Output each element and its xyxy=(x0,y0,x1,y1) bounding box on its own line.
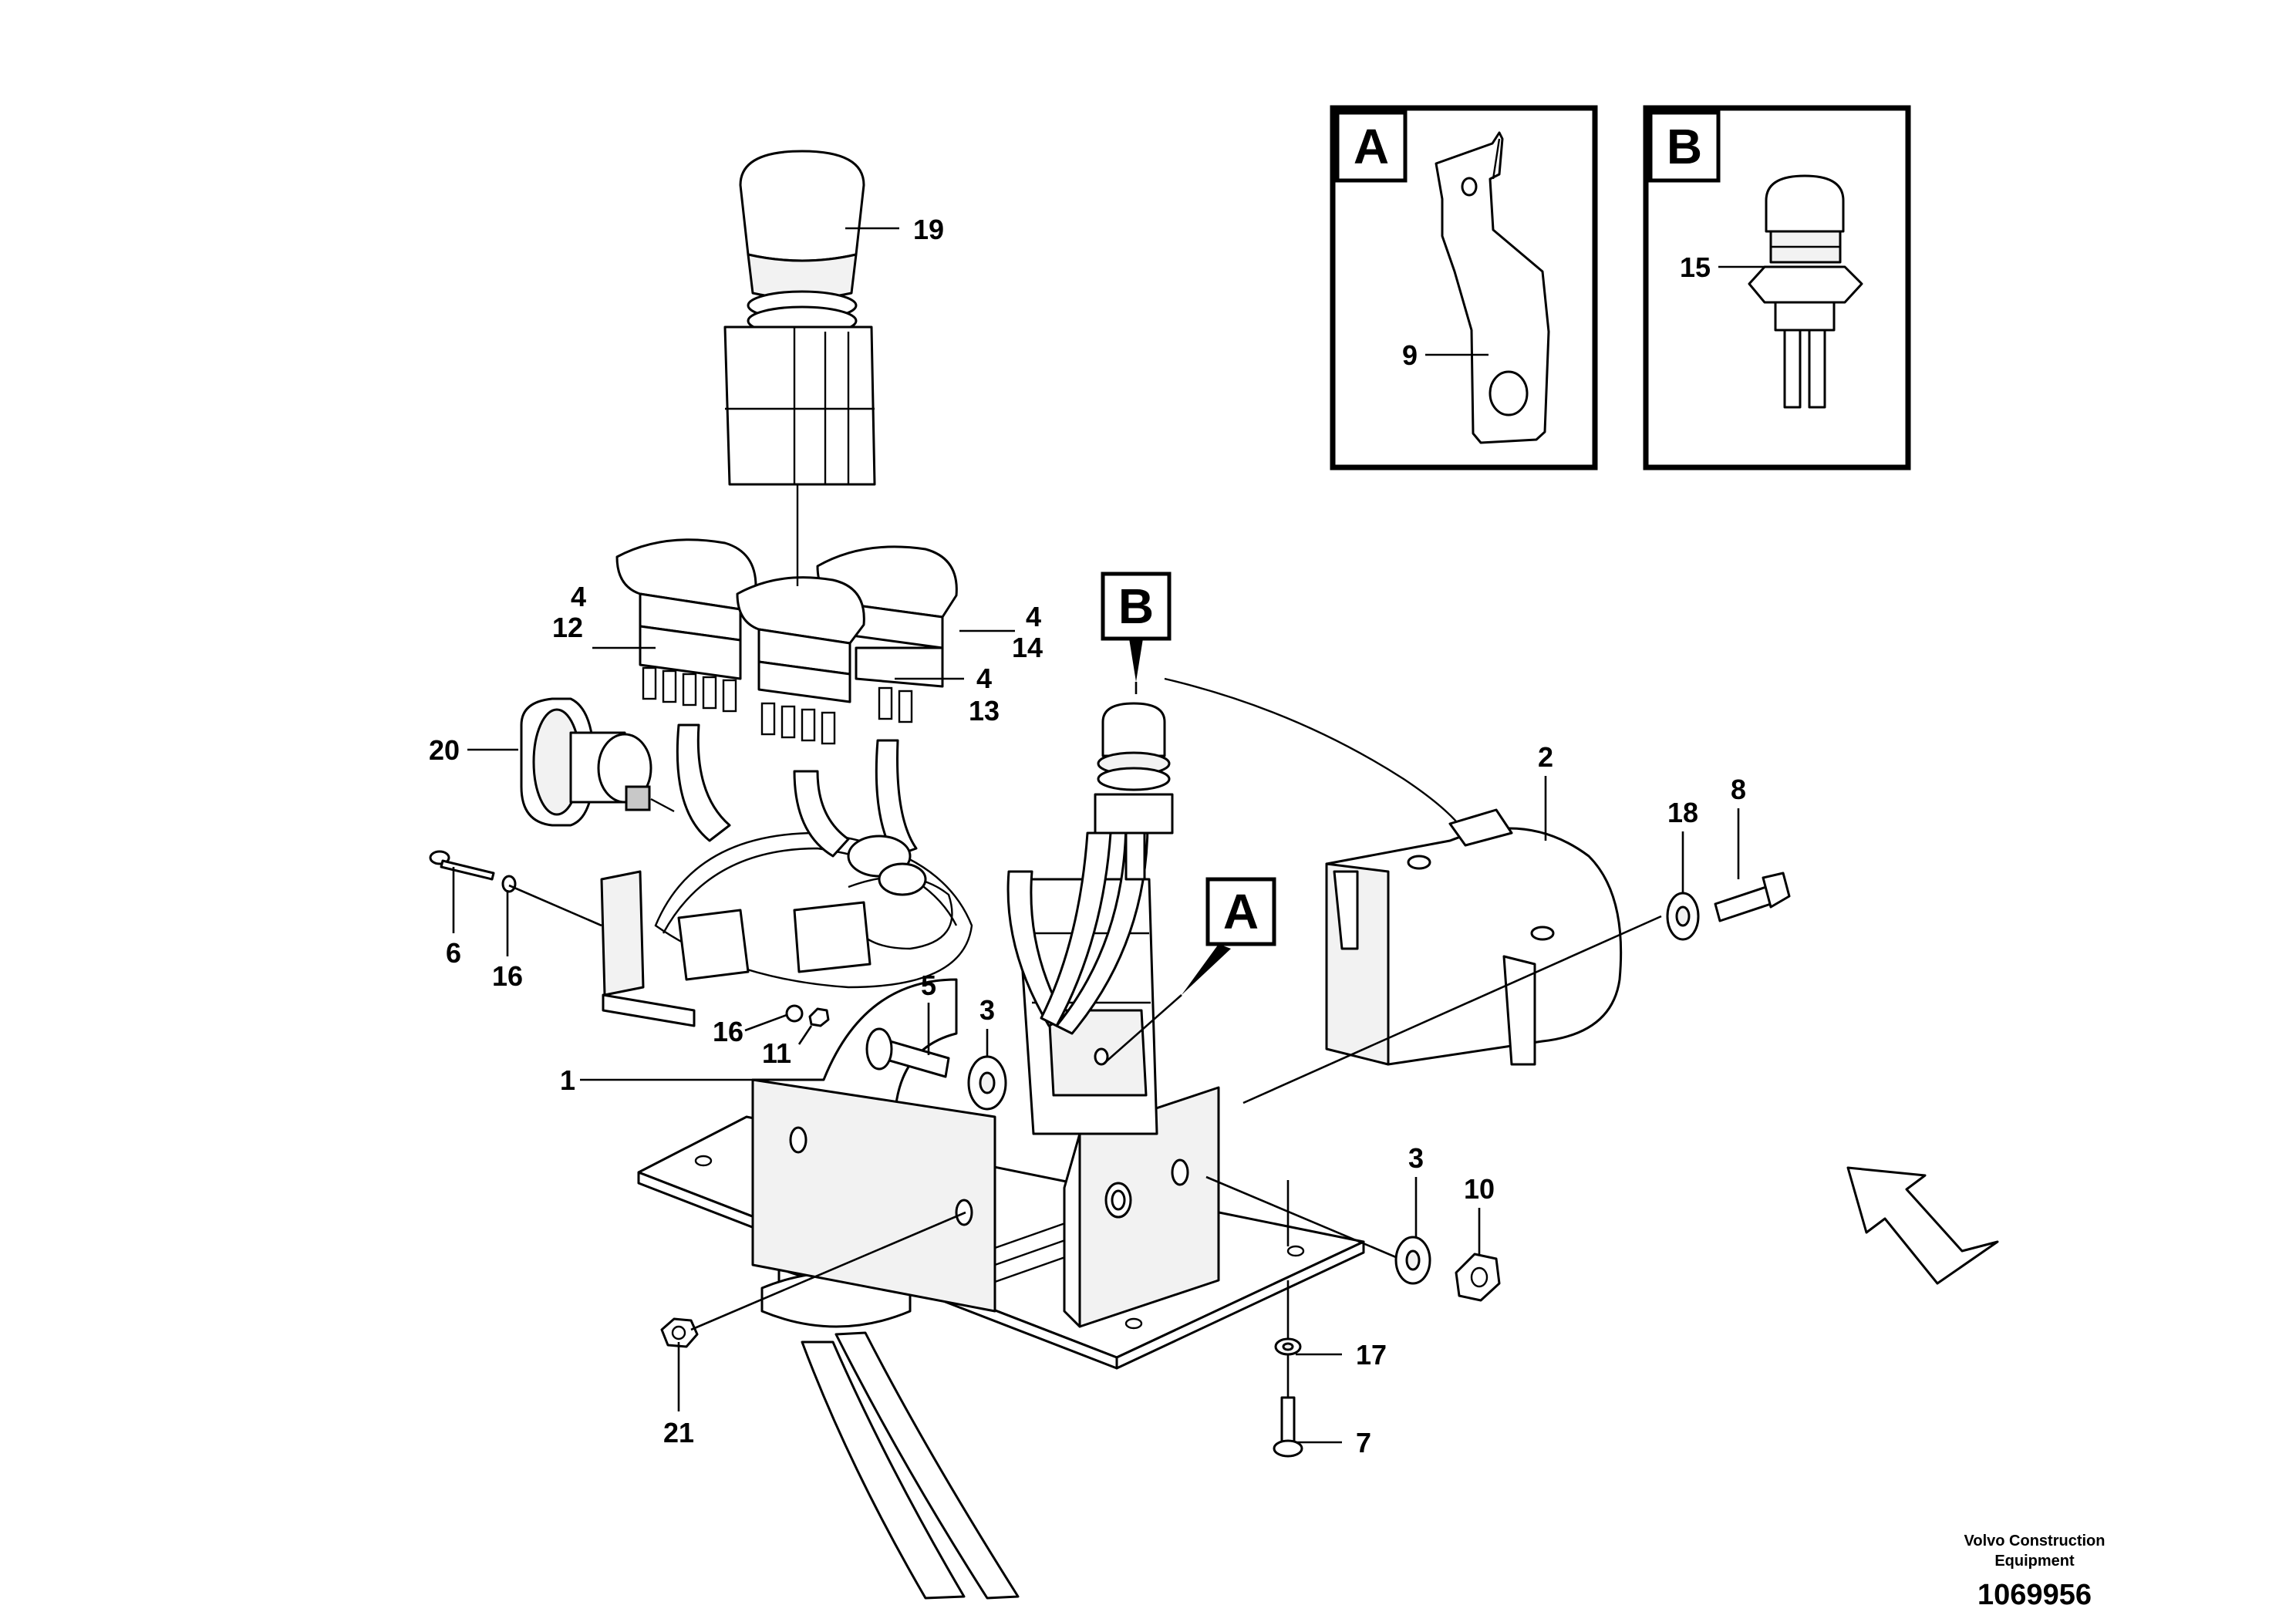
callout-7: 7 xyxy=(1356,1427,1371,1458)
detail-box-a: A 9 xyxy=(1330,105,1598,470)
callout-3-a: 3 xyxy=(979,994,995,1026)
nut-part-11 xyxy=(808,1007,830,1027)
bolt-part-8 xyxy=(1714,872,1791,922)
callout-19: 19 xyxy=(913,214,944,245)
washer-part-3-lower xyxy=(1394,1236,1431,1285)
callout-9: 9 xyxy=(1402,339,1418,371)
callout-2: 2 xyxy=(1538,741,1553,773)
callout-14: 14 xyxy=(1012,632,1043,663)
washer-part-3-upper xyxy=(967,1055,1007,1111)
callout-5: 5 xyxy=(921,969,936,1001)
mounting-bracket xyxy=(751,978,1220,1328)
svg-text:B: B xyxy=(1118,578,1154,634)
nut-part-10 xyxy=(1455,1253,1501,1302)
washer-part-16-lower xyxy=(785,1004,804,1023)
screw-part-7 xyxy=(1273,1396,1303,1458)
nut-part-21 xyxy=(660,1317,699,1348)
buzzer-part-2 xyxy=(1325,808,1623,1066)
callout-18: 18 xyxy=(1667,797,1698,828)
callout-3-b: 3 xyxy=(1408,1142,1424,1174)
brand-line-1: Volvo Construction xyxy=(1964,1533,2106,1549)
callout-4-b: 4 xyxy=(1026,601,1041,632)
base-plate xyxy=(637,1115,1365,1370)
callout-10: 10 xyxy=(1464,1173,1495,1205)
direction-arrow xyxy=(1846,1166,1999,1285)
reference-tag-a-main: A xyxy=(1102,877,1276,1065)
emergency-stop-part-19 xyxy=(723,150,876,586)
callout-17: 17 xyxy=(1356,1339,1387,1371)
callout-16-b: 16 xyxy=(713,1016,743,1047)
callout-20: 20 xyxy=(429,734,460,766)
brand-line-2: Equipment xyxy=(1994,1553,2075,1570)
callout-11: 11 xyxy=(762,1037,791,1069)
callout-4-a: 4 xyxy=(571,581,586,612)
rocker-switches xyxy=(615,538,958,745)
screw-part-6 xyxy=(429,850,495,881)
callout-8: 8 xyxy=(1731,774,1746,805)
callout-16-a: 16 xyxy=(492,960,523,992)
callout-21: 21 xyxy=(663,1417,694,1448)
footer: Volvo Construction Equipment 1069956 xyxy=(1964,1533,2106,1611)
detail-tag-b: B xyxy=(1667,119,1702,174)
callout-12: 12 xyxy=(552,612,583,643)
washer-part-18 xyxy=(1666,892,1700,941)
callout-15: 15 xyxy=(1680,251,1711,283)
detail-tag-a: A xyxy=(1354,119,1389,174)
leader-lines xyxy=(452,227,1740,1444)
callout-6: 6 xyxy=(446,937,461,969)
indicator-lamp-main xyxy=(1094,677,1466,881)
callout-13: 13 xyxy=(969,695,1000,727)
svg-text:A: A xyxy=(1223,884,1259,939)
indicator-lamp-part-15 xyxy=(1748,174,1863,409)
bolt-part-5 xyxy=(865,1027,950,1078)
power-socket-part-20 xyxy=(520,697,675,827)
drawing-number: 1069956 xyxy=(1977,1579,2092,1611)
callout-1: 1 xyxy=(560,1064,575,1096)
connector-housing xyxy=(600,835,927,1027)
callout-labels: 19 4 12 4 14 4 13 20 2 18 8 6 16 16 11 5… xyxy=(429,214,1746,1458)
detail-box-b: B 15 xyxy=(1643,105,1911,470)
callout-4-c: 4 xyxy=(976,663,992,694)
washer-part-17 xyxy=(1274,1337,1302,1356)
bracket-part-9 xyxy=(1435,131,1550,444)
washer-part-16-left xyxy=(501,875,517,893)
reference-tag-b-main: B xyxy=(1101,572,1172,694)
